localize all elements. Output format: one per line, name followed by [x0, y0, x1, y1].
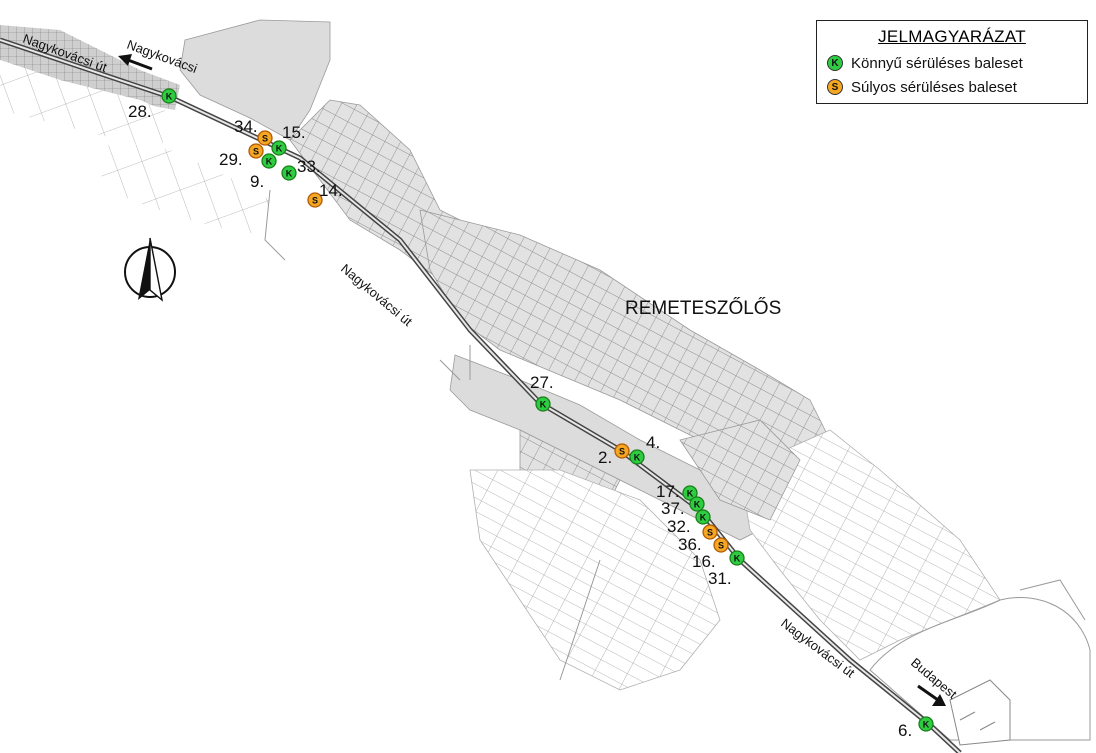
- accident-marker-16: S16.: [692, 537, 729, 571]
- light-injury-icon: [918, 716, 934, 732]
- legend-item-light: K Könnyű sérüléses baleset: [827, 53, 1023, 73]
- severe-injury-icon: [307, 192, 323, 208]
- accident-marker-33: K 33.: [281, 157, 321, 181]
- marker-number-label: 17.: [656, 482, 680, 501]
- accident-marker-9: K9.: [250, 153, 277, 191]
- accident-marker-14: S14.: [307, 181, 343, 208]
- severe-injury-icon: [702, 524, 718, 540]
- legend-item-label: Súlyos sérüléses baleset: [851, 78, 1017, 96]
- severe-injury-icon: [614, 443, 630, 459]
- marker-number-label: 4.: [646, 433, 660, 452]
- accident-marker-4: K 4.: [629, 433, 660, 465]
- legend-item-severe: S Súlyos sérüléses baleset: [827, 77, 1017, 97]
- marker-type-letter: K: [266, 157, 273, 167]
- marker-number-label: 31.: [708, 569, 732, 588]
- marker-type-letter: K: [540, 400, 547, 410]
- accident-marker-32: K 32.: [667, 509, 711, 536]
- marker-number-label: 9.: [250, 172, 264, 191]
- light-injury-icon: [695, 509, 711, 525]
- legend-title: JELMAGYARÁZAT: [878, 27, 1026, 46]
- marker-number-label: 29.: [219, 150, 243, 169]
- light-injury-icon: [535, 396, 551, 412]
- marker-number-label: 37.: [661, 499, 685, 518]
- accident-marker-37: K 37.: [661, 496, 705, 518]
- severe-injury-icon: [248, 143, 264, 159]
- marker-type-letter: K: [276, 144, 283, 154]
- marker-type-letter: S: [253, 147, 259, 157]
- marker-number-label: 16.: [692, 552, 716, 571]
- marker-number-label: 6.: [898, 721, 912, 740]
- accident-marker-28: K 28.: [128, 88, 177, 121]
- accident-marker-17: K 17.: [656, 482, 698, 501]
- light-injury-icon: [281, 165, 297, 181]
- minor-paths: [264, 189, 601, 681]
- arrow-to-nagykovacsi-icon: [118, 54, 153, 71]
- marker-number-label: 32.: [667, 517, 691, 536]
- built-area-northwest: [0, 25, 270, 235]
- accident-marker-2: S 2.: [598, 443, 630, 467]
- accident-marker-29: S 29.: [219, 143, 264, 169]
- marker-type-letter: K: [634, 453, 641, 463]
- light-injury-icon: [161, 88, 177, 104]
- accident-marker-6: K 6.: [898, 716, 934, 740]
- marker-number-label: 15.: [282, 123, 306, 142]
- marker-type-letter: S: [619, 447, 625, 457]
- marker-type-letter: K: [694, 500, 701, 510]
- marker-type-letter: S: [707, 528, 713, 538]
- marker-type-letter: K: [166, 92, 173, 102]
- marker-number-label: 34.: [234, 117, 258, 136]
- marker-type-letter: S: [262, 134, 268, 144]
- marker-type-letter: K: [923, 720, 930, 730]
- marker-number-label: 14.: [319, 181, 343, 200]
- marker-number-label: 27.: [530, 373, 554, 392]
- marker-number-label: 33.: [297, 157, 321, 176]
- light-injury-icon: [629, 449, 645, 465]
- marker-type-letter: K: [687, 489, 694, 499]
- accident-marker-15: K 15.: [271, 123, 306, 156]
- light-injury-icon: [682, 485, 698, 501]
- legend-item-label: Könnyű sérüléses baleset: [851, 54, 1023, 72]
- light-injury-icon: K: [827, 55, 843, 71]
- place-label: REMETESZŐLŐS: [625, 297, 781, 319]
- arrow-to-budapest-icon: [917, 684, 946, 706]
- legend: JELMAGYARÁZAT K Könnyű sérüléses baleset…: [816, 20, 1088, 104]
- light-injury-icon: [689, 496, 705, 512]
- marker-type-letter: K: [700, 513, 707, 523]
- marker-number-label: 2.: [598, 448, 612, 467]
- marker-type-letter: S: [718, 541, 724, 551]
- severe-injury-icon: [257, 130, 273, 146]
- severe-injury-icon: [713, 537, 729, 553]
- accident-marker-36: S 36.: [678, 524, 718, 554]
- north-arrow-icon: [124, 237, 176, 302]
- accident-marker-31: K31.: [708, 550, 745, 588]
- light-injury-icon: [271, 140, 287, 156]
- southern-parcels: [469, 419, 1001, 691]
- accident-marker-27: K 27.: [530, 373, 554, 412]
- light-injury-icon: [729, 550, 745, 566]
- marker-type-letter: S: [312, 196, 318, 206]
- southeast-outline: [869, 579, 1091, 746]
- marker-number-label: 36.: [678, 535, 702, 554]
- light-injury-icon: [261, 153, 277, 169]
- marker-type-letter: K: [286, 169, 293, 179]
- accident-marker-34: S 34.: [234, 117, 273, 146]
- marker-number-label: 28.: [128, 102, 152, 121]
- severe-injury-icon: S: [827, 79, 843, 95]
- marker-type-letter: K: [734, 554, 741, 564]
